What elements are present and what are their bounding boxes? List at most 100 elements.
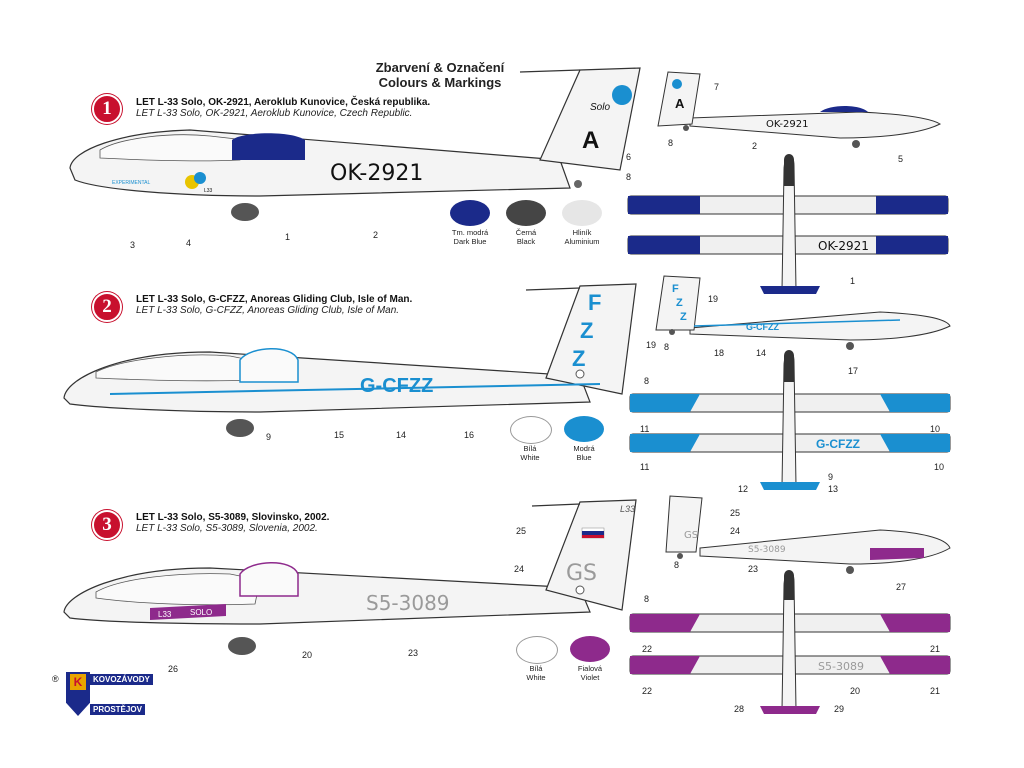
scheme-2-side-registration: G-CFZZ <box>746 322 779 332</box>
callout: 20 <box>850 686 860 696</box>
swatch-white-3 <box>516 636 558 664</box>
logo-top-text: KOVOZÁVODY <box>90 674 153 685</box>
callout: 24 <box>730 526 740 536</box>
callouts: 1 2 3 4 6 8 7 8 2 5 1 9 14 15 16 19 8 19… <box>130 82 944 714</box>
scheme-1-fin-script: Solo <box>590 102 610 113</box>
callout: 2 <box>373 230 378 240</box>
callout: 11 <box>640 462 649 472</box>
callout: 25 <box>730 508 740 518</box>
callout: 1 <box>285 232 290 242</box>
callout: 10 <box>930 424 940 434</box>
callout: 14 <box>756 348 766 358</box>
callout: 1 <box>850 276 855 286</box>
page-title: Zbarvení & Označení Colours & Markings <box>360 60 520 90</box>
logo-registered: ® <box>52 674 59 684</box>
callout: 22 <box>642 686 652 696</box>
brand-logo: K ® KOVOZÁVODY PROSTĚJOV <box>52 672 176 722</box>
scheme-3-fin-code: GS <box>566 561 597 586</box>
callout: 12 <box>738 484 748 494</box>
scheme-2-top-registration: G-CFZZ <box>816 437 860 451</box>
title-en: Colours & Markings <box>378 75 502 90</box>
callout: 8 <box>626 172 631 182</box>
swatch-cz: Tm. modrá <box>451 228 489 237</box>
callout: 16 <box>464 430 474 440</box>
scheme-3-top-registration: S5-3089 <box>818 660 864 673</box>
glider-top-3: S5-3089 <box>629 570 951 714</box>
swatch-en: Aluminium <box>564 237 600 246</box>
scheme-3-side-fin-code: GS <box>684 530 698 541</box>
logo-mark: K <box>70 674 86 690</box>
scheme-1-top-registration: OK-2921 <box>818 239 869 253</box>
glider-top-2: G-CFZZ <box>629 350 951 490</box>
callout: 2 <box>752 141 757 151</box>
swatch-violet <box>570 636 610 662</box>
glider-side-2: F Z Z G-CFZZ <box>655 275 951 350</box>
callout: 19 <box>708 294 718 304</box>
callout: 25 <box>516 526 526 536</box>
scheme-3-registration: S5-3089 <box>366 591 450 615</box>
glider-profile-1: OK-2921 A Solo EXPERIMENTAL L33 <box>69 67 641 221</box>
scheme-1-subtitle: LET L-33 Solo, OK-2921, Aeroklub Kunovic… <box>136 108 413 119</box>
callout: 20 <box>302 650 312 660</box>
scheme-2-side-fin-letter-1: F <box>672 283 679 295</box>
scheme-1-fin-letter: A <box>582 127 599 154</box>
swatch-cz: Hliník <box>572 228 592 237</box>
scheme-1-title: LET L-33 Solo, OK-2921, Aeroklub Kunovic… <box>136 97 431 108</box>
scheme-badge-2: 2 <box>92 292 122 322</box>
swatch-cz: Fialová <box>577 664 603 673</box>
callout: 8 <box>674 560 679 570</box>
scheme-2-subtitle: LET L-33 Solo, G-CFZZ, Anoreas Gliding C… <box>136 305 400 316</box>
scheme-3-caption: LET L-33 Solo, S5-3089, Slovinsko, 2002.… <box>136 512 329 534</box>
callout: 26 <box>168 664 178 674</box>
scheme-2-fin-letter-3: Z <box>572 346 585 371</box>
callout: 3 <box>130 240 135 250</box>
callout: 8 <box>644 594 649 604</box>
callout: 4 <box>186 238 191 248</box>
scheme-2-registration: G-CFZZ <box>360 375 433 397</box>
scheme-1-side-registration: OK-2921 <box>766 119 808 130</box>
scheme-3-title: LET L-33 Solo, S5-3089, Slovinsko, 2002. <box>136 512 330 523</box>
callout: 7 <box>714 82 719 92</box>
callout: 19 <box>646 340 656 350</box>
scheme-2-side-fin-letter-2: Z <box>676 297 683 309</box>
swatch-cz: Bílá <box>529 664 543 673</box>
scheme-1-nose-badge: L33 <box>204 188 213 194</box>
scheme-1-side-fin-letter: A <box>675 96 685 111</box>
callout: 10 <box>934 462 944 472</box>
swatch-en: White <box>520 453 540 462</box>
scheme-3-fin-type: L33 <box>620 504 635 514</box>
callout: 9 <box>828 472 833 482</box>
scheme-2-side-fin-letter-3: Z <box>680 311 687 323</box>
scheme-2-caption: LET L-33 Solo, G-CFZZ, Anoreas Gliding C… <box>136 294 412 316</box>
callout: 23 <box>748 564 758 574</box>
swatch-dark-blue <box>450 200 490 226</box>
scheme-3-canopy-text-2: SOLO <box>190 608 212 617</box>
callout: 23 <box>408 648 418 658</box>
scheme-badge-3: 3 <box>92 510 122 540</box>
callout: 28 <box>734 704 744 714</box>
callout: 14 <box>396 430 406 440</box>
scheme-badge-1: 1 <box>92 94 122 124</box>
swatch-en: White <box>526 673 546 682</box>
swatch-en: Blue <box>576 453 592 462</box>
glider-profile-3: L33 SOLO S5-3089 GS L33 <box>63 499 637 655</box>
swatch-cz: Modrá <box>573 444 595 453</box>
swatch-en: Violet <box>580 673 600 682</box>
glider-top-1: OK-2921 <box>627 154 949 294</box>
scheme-2-fin-letter-2: Z <box>580 318 593 343</box>
scheme-3-subtitle: LET L-33 Solo, S5-3089, Slovenia, 2002. <box>136 523 318 534</box>
scheme-1-caption: LET L-33 Solo, OK-2921, Aeroklub Kunovic… <box>136 97 430 119</box>
callout: 27 <box>896 582 906 592</box>
callout: 11 <box>640 424 649 434</box>
callout: 29 <box>834 704 844 714</box>
logo-bottom-text: PROSTĚJOV <box>90 704 145 715</box>
